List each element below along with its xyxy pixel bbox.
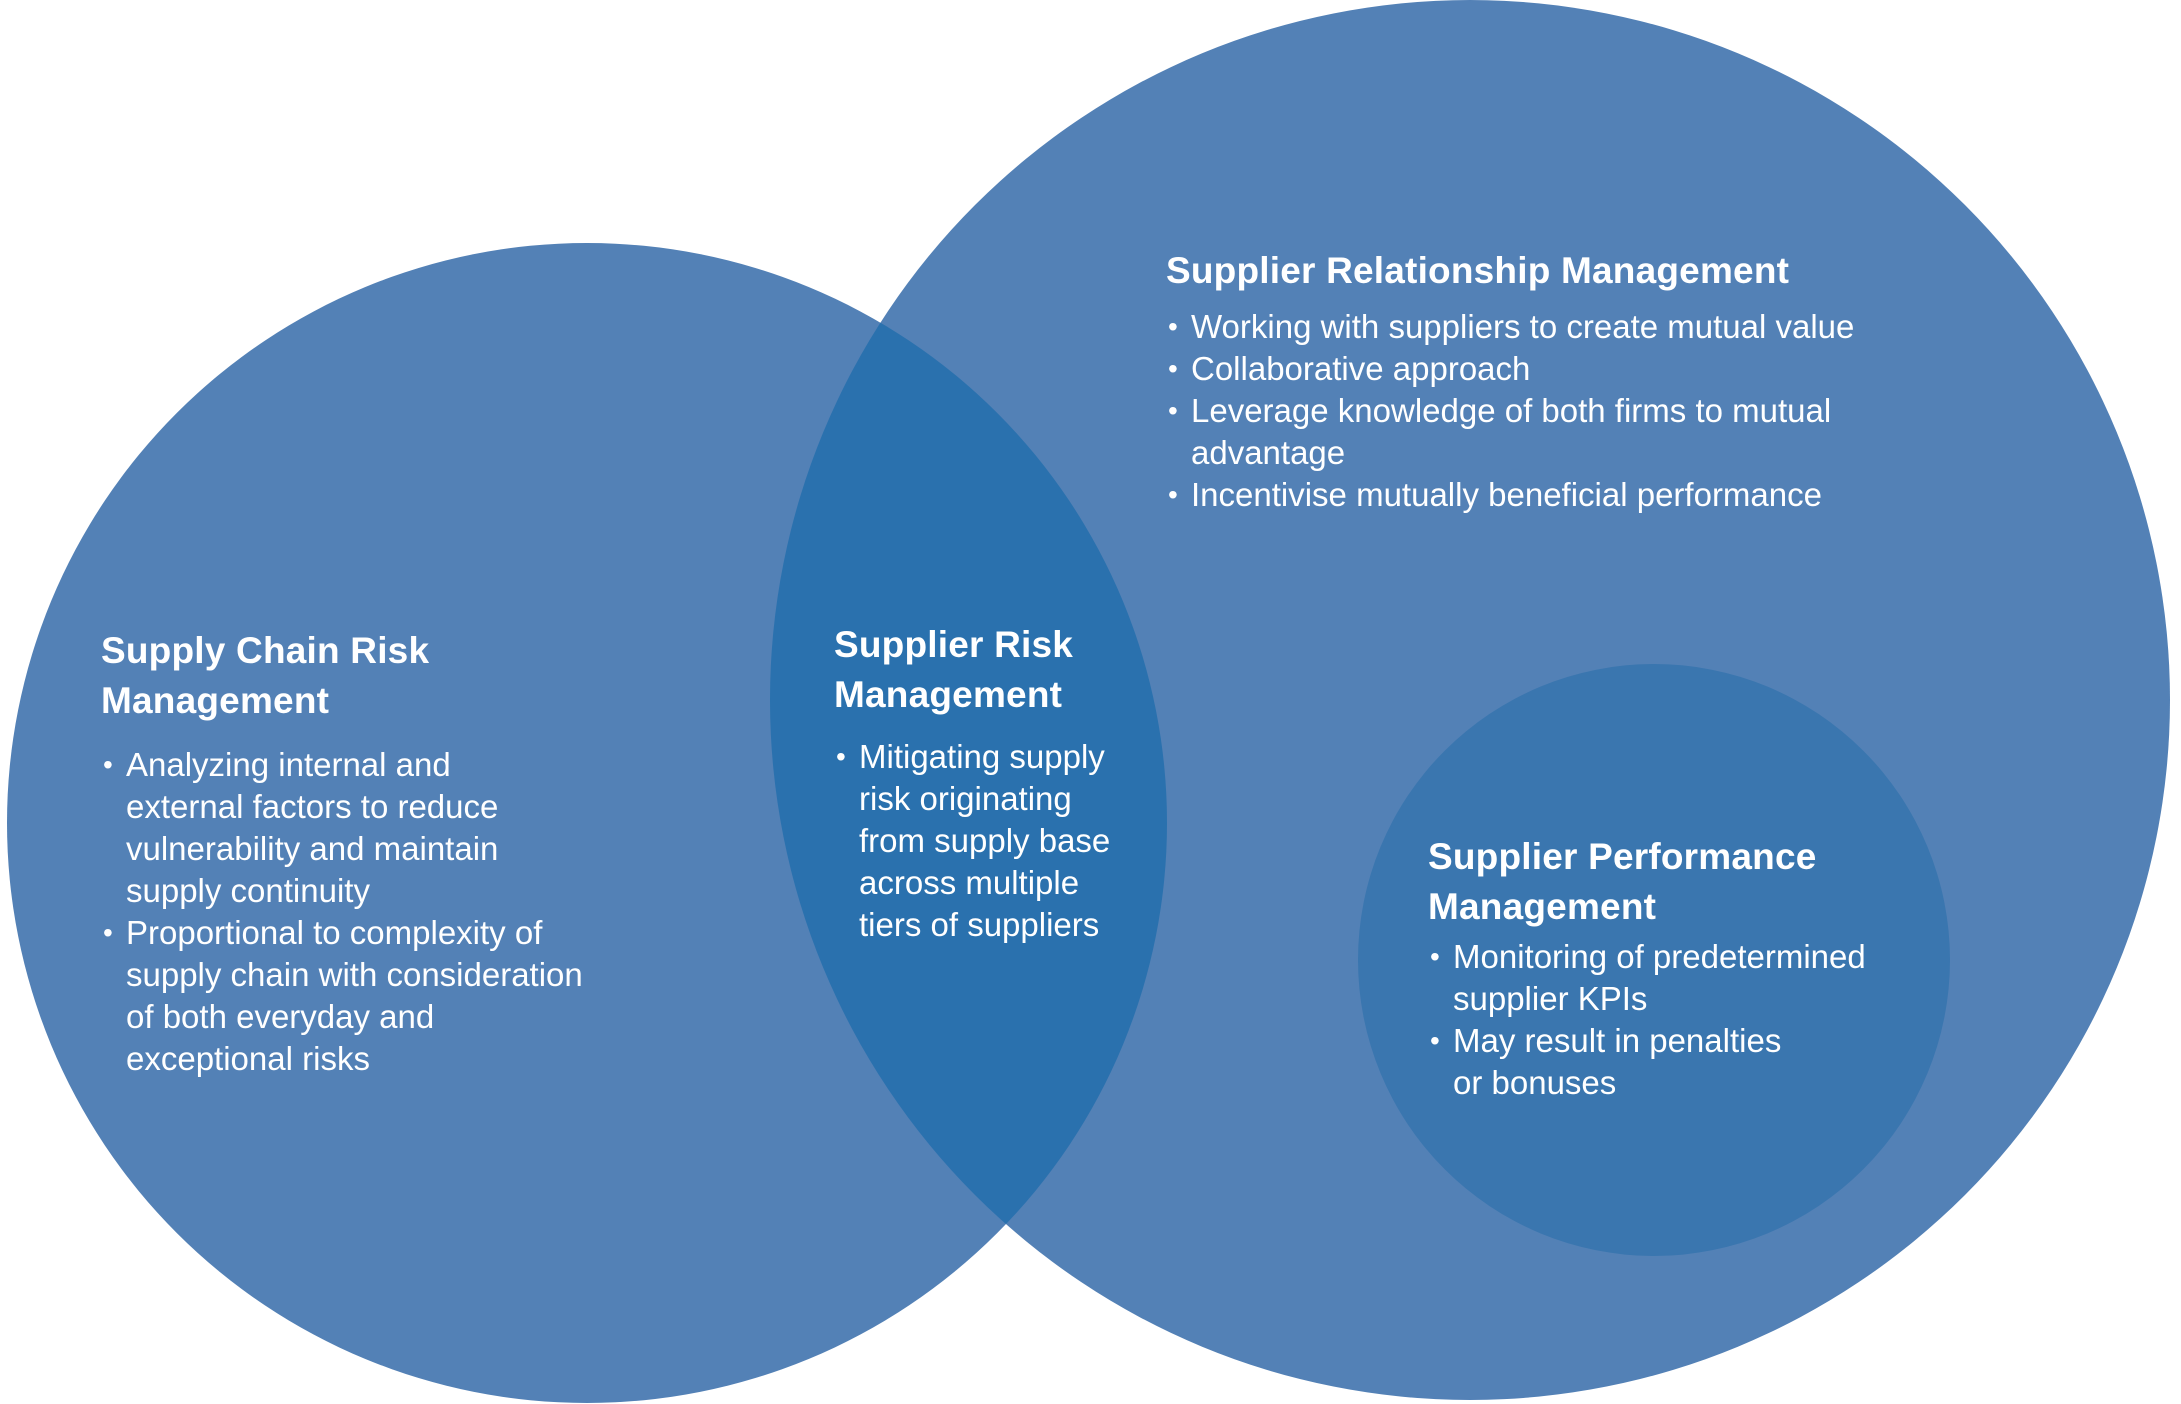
bullet-dot-icon: • — [1168, 479, 1178, 510]
bullet-line: exceptional risks — [126, 1040, 370, 1077]
bullet-dot-icon: • — [103, 749, 113, 780]
bullet-item: • Working with suppliers to create mutual… — [1166, 306, 1926, 348]
bullet-line: across multiple — [859, 864, 1080, 901]
bullet-dot-icon: • — [1430, 1025, 1440, 1056]
supply-chain-risk-title: Supply Chain Risk Management — [101, 630, 430, 721]
bullet-line: from supply base — [859, 822, 1111, 859]
supplier-performance-bullets: • Monitoring of predetermined supplier KPI… — [1428, 936, 1928, 1104]
supplier-risk-bullets: • Mitigating supply risk originating from s… — [834, 736, 1164, 946]
supplier-risk-title-line: Supplier Risk — [834, 624, 1074, 665]
supplier-performance-title-line: Supplier Performance — [1428, 836, 1817, 877]
bullet-dot-icon: • — [1168, 395, 1178, 426]
bullet-line: Analyzing internal and — [126, 746, 451, 783]
bullet-line: Collaborative approach — [1191, 350, 1531, 387]
bullet-line: supply chain with consideration — [126, 956, 583, 993]
bullet-line: advantage — [1191, 434, 1346, 471]
supply-chain-risk-bullets: • Analyzing internal and external factors … — [101, 744, 661, 1080]
bullet-line: Monitoring of predetermined — [1453, 938, 1866, 975]
bullet-item: • May result in penalties or bonuses — [1428, 1020, 1928, 1104]
supplier-risk-section: Supplier Risk Management • Mitigating sup… — [834, 620, 1164, 946]
bullet-dot-icon: • — [103, 917, 113, 948]
bullet-line: supplier KPIs — [1453, 980, 1648, 1017]
bullet-item: • Mitigating supply risk originating from s… — [834, 736, 1164, 946]
supplier-performance-title: Supplier Performance Management — [1428, 832, 1928, 932]
supplier-risk-title: Supplier Risk Management — [834, 620, 1164, 720]
bullet-line: Leverage knowledge of both firms to mutu… — [1191, 392, 1832, 429]
supplier-relationship-title: Supplier Relationship Management — [1166, 250, 1790, 291]
bullet-line: tiers of suppliers — [859, 906, 1100, 943]
bullet-item: • Monitoring of predetermined supplier KPI… — [1428, 936, 1928, 1020]
bullet-dot-icon: • — [836, 741, 846, 772]
supplier-relationship-bullets: • Working with suppliers to create mutual… — [1166, 306, 1926, 516]
bullet-line: Proportional to complexity of — [126, 914, 543, 951]
supplier-performance-circle — [1358, 664, 1950, 1256]
bullet-line: vulnerability and maintain — [126, 830, 499, 867]
bullet-item: • Leverage knowledge of both firms to mut… — [1166, 390, 1926, 474]
bullet-item: • Analyzing internal and external factors … — [101, 744, 661, 912]
bullet-item: • Collaborative approach — [1166, 348, 1926, 390]
supplier-risk-title-line: Management — [834, 674, 1063, 715]
bullet-line: or bonuses — [1453, 1064, 1617, 1101]
bullet-dot-icon: • — [1430, 941, 1440, 972]
supplier-performance-title-line: Management — [1428, 886, 1657, 927]
supplier-performance-section: Supplier Performance Management • Monitor… — [1428, 832, 1928, 1104]
bullet-item: • Proportional to complexity of supply cha… — [101, 912, 661, 1080]
bullet-dot-icon: • — [1168, 353, 1178, 384]
bullet-line: of both everyday and — [126, 998, 435, 1035]
bullet-line: risk originating — [859, 780, 1072, 817]
supply-chain-risk-section: Supply Chain Risk Management • Analyzing … — [101, 626, 661, 1080]
bullet-line: external factors to reduce — [126, 788, 499, 825]
bullet-line: Mitigating supply — [859, 738, 1105, 775]
bullet-line: May result in penalties — [1453, 1022, 1782, 1059]
bullet-line: Incentivise mutually beneficial performa… — [1191, 476, 1822, 513]
bullet-item: • Incentivise mutually beneficial perform… — [1166, 474, 1926, 516]
bullet-dot-icon: • — [1168, 311, 1178, 342]
bullet-line: Working with suppliers to create mutual … — [1191, 308, 1855, 345]
supplier-relationship-section: Supplier Relationship Management • Workin… — [1166, 246, 1926, 516]
bullet-line: supply continuity — [126, 872, 370, 909]
